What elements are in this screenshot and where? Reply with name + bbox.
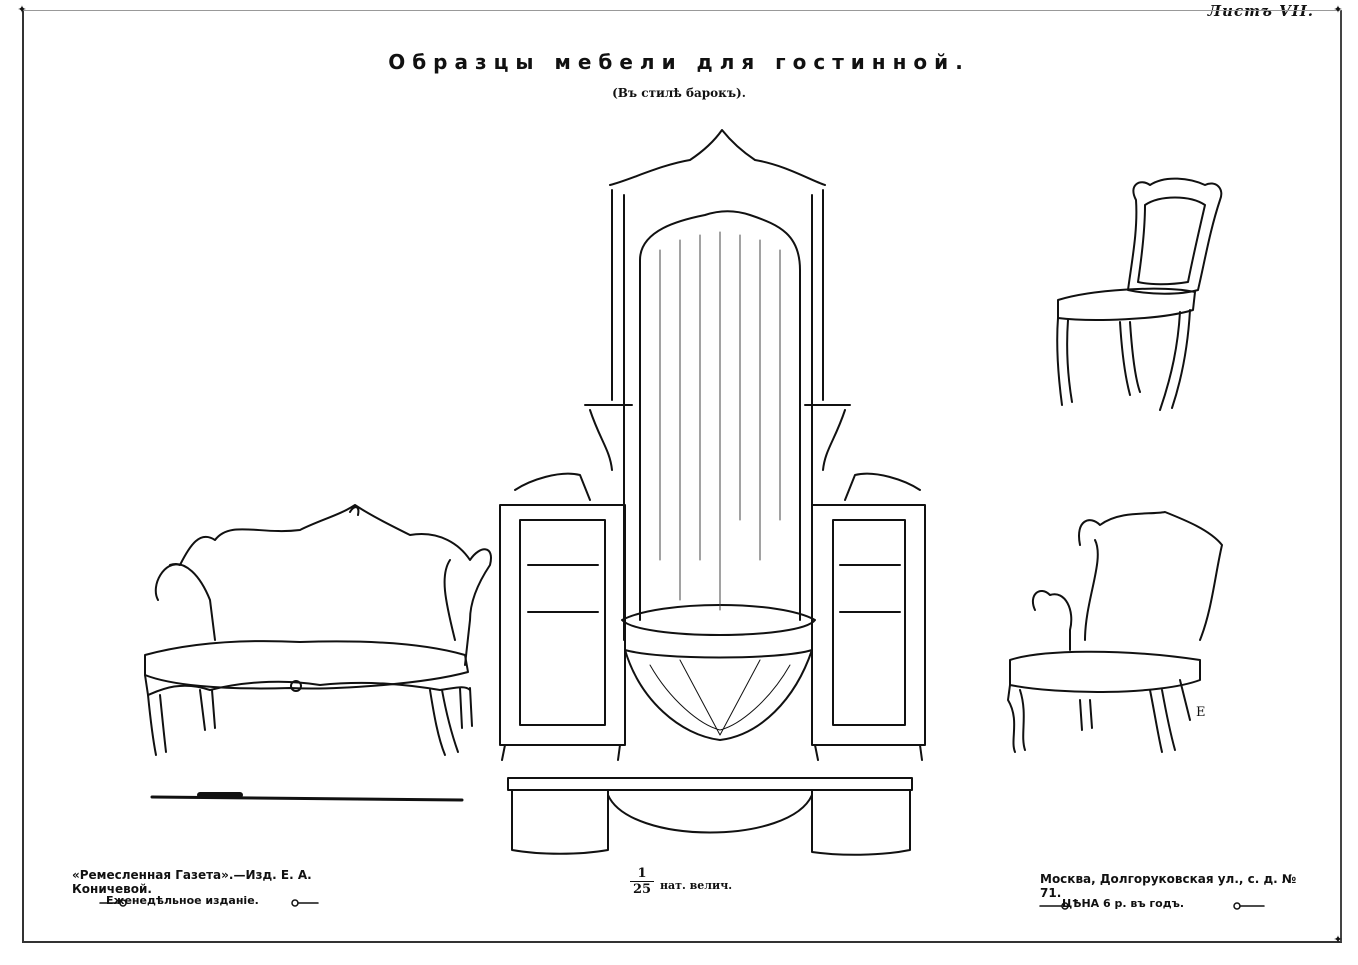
sheet-label: Листъ VII.	[1207, 2, 1314, 20]
scale-bar	[150, 792, 464, 802]
scale-text: нат. велич.	[660, 879, 733, 892]
artist-mark: E	[1196, 705, 1206, 720]
armchair-illustration	[1007, 511, 1223, 753]
price-line: ЦѢНА 6 р. въ годъ.	[1062, 897, 1185, 910]
sofa-illustration	[144, 504, 492, 756]
footer-ornaments	[99, 899, 1265, 910]
scale-denominator: 25	[630, 881, 654, 897]
corner-ornament: ✦	[17, 3, 27, 16]
cabinet-plan-view	[507, 777, 913, 856]
scale-numerator: 1	[637, 866, 647, 881]
address-line: Москва, Долгоруковская ул., с. д. № 71.	[1040, 872, 1297, 900]
corner-ornament: ✦	[1333, 3, 1343, 16]
edition-line: Еженедѣльное изданіе.	[106, 894, 259, 907]
plate-frame	[22, 10, 1342, 943]
scale-fraction: 1 25 нат. велич.	[630, 866, 732, 897]
plate-subtitle: (Въ стилѣ барокъ).	[612, 86, 746, 100]
chair-illustration	[1056, 177, 1223, 411]
plate-title: Образцы мебели для гостинной.	[388, 50, 970, 74]
corner-ornament: ✦	[1333, 933, 1343, 946]
publisher-line: «Ремесленная Газета».—Изд. Е. А. Коничев…	[72, 868, 312, 896]
pier-glass-cabinet-illustration	[499, 129, 926, 761]
